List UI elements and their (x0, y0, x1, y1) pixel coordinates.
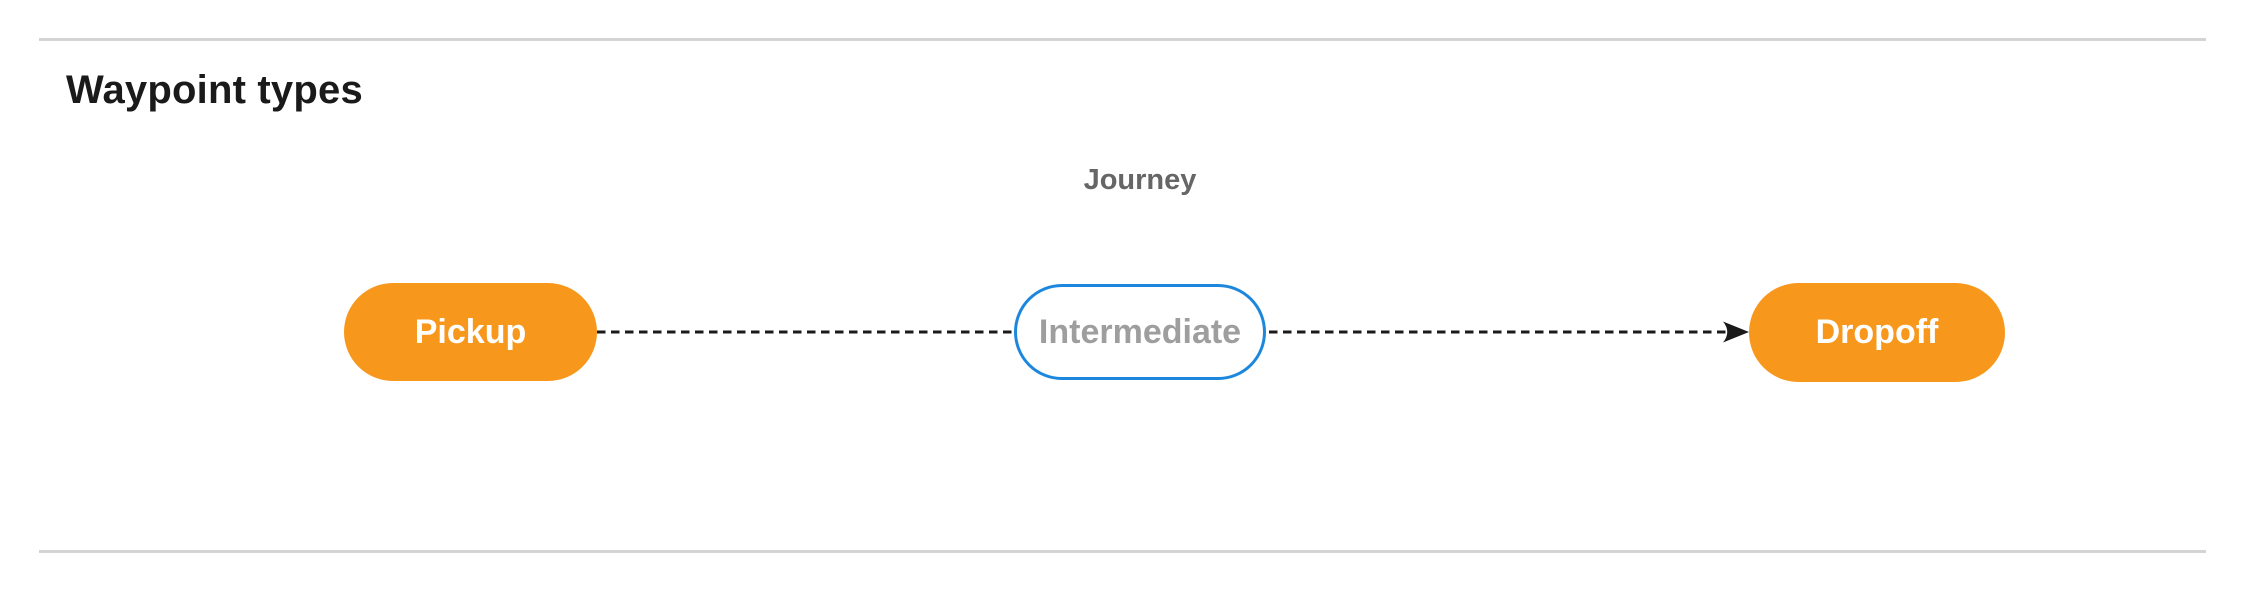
arrow-head-icon (1723, 321, 1749, 343)
top-divider (39, 38, 2206, 41)
intermediate-node-label: Intermediate (1038, 312, 1242, 351)
journey-label: Journey (1083, 164, 1197, 196)
dropoff-node-label: Dropoff (1815, 313, 1939, 351)
page-title: Waypoint types (66, 68, 363, 112)
pickup-node: Pickup (344, 283, 597, 381)
dropoff-node: Dropoff (1749, 283, 2005, 382)
bottom-divider (39, 550, 2206, 553)
intermediate-node: Intermediate (1014, 284, 1266, 380)
pickup-node-label: Pickup (414, 312, 527, 351)
